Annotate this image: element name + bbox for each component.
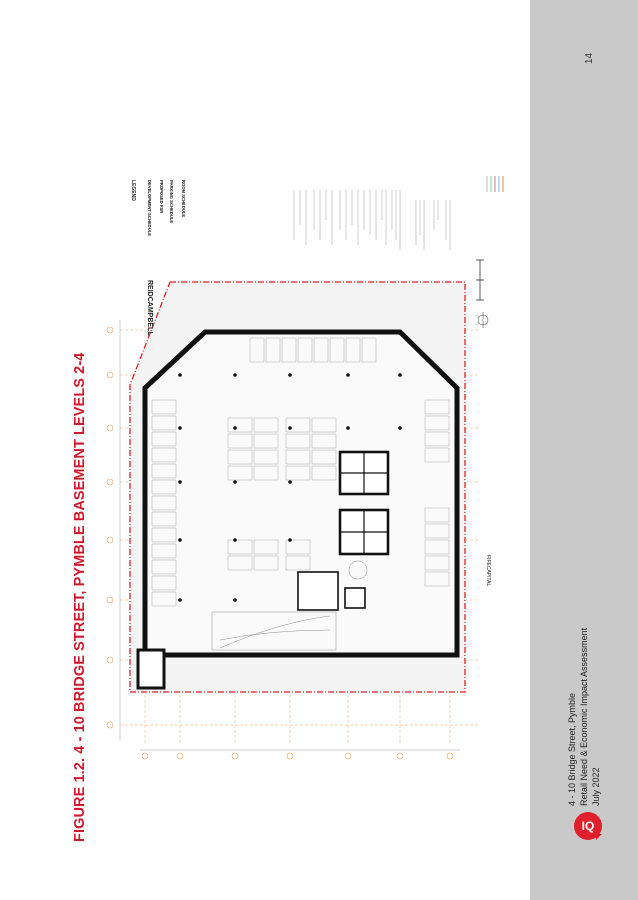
lift-core-inner	[340, 452, 388, 554]
proposed-fsr-heading: PROPOSED FSR	[159, 180, 164, 213]
stair-core	[136, 648, 166, 690]
plant-room-1	[297, 571, 339, 611]
plant-room-2	[344, 587, 366, 609]
north-arrow	[477, 312, 489, 328]
page-number: 14	[584, 52, 595, 64]
parking-schedule-heading: PARKING SCHEDULE	[169, 180, 174, 223]
architect-logo: REIDCAMPBELL	[146, 280, 153, 336]
side-band	[530, 0, 638, 900]
logo-text: IQ	[581, 819, 595, 833]
footer-line-3: July 2022	[591, 767, 601, 806]
title-block: LEGEND DEVELOPMENT SCHEDULE PROPOSED FSR…	[130, 180, 491, 587]
turntable	[348, 560, 368, 580]
schedule-text-lines	[293, 190, 451, 250]
legend-heading: LEGEND	[130, 180, 136, 201]
basement-wall	[142, 329, 460, 658]
footer-line-2: Retail Need & Economic Impact Assessment	[579, 627, 589, 806]
structural-columns	[178, 373, 402, 602]
figure-title: FIGURE 1.2. 4 - 10 BRIDGE STREET, PYMBLE…	[72, 352, 88, 842]
legend-swatches	[486, 176, 504, 192]
development-schedule-heading: DEVELOPMENT SCHEDULE	[147, 180, 152, 236]
footer-line-1: 4 - 10 Bridge Street, Pymble	[567, 692, 577, 806]
vehicle-ramp	[211, 611, 337, 651]
dimension-line	[119, 320, 460, 751]
basement-floor-plan: LEGEND DEVELOPMENT SCHEDULE PROPOSED FSR…	[106, 176, 504, 760]
scale-bar	[476, 259, 484, 301]
room-schedule-heading: ROOM SCHEDULE	[181, 180, 186, 217]
client-logo: FIFECAPITAL	[485, 555, 491, 587]
logo-tail	[596, 834, 602, 840]
grid-bubbles	[106, 326, 454, 760]
parking-bays	[151, 337, 450, 607]
footer: 4 - 10 Bridge Street, Pymble Retail Need…	[566, 628, 602, 806]
